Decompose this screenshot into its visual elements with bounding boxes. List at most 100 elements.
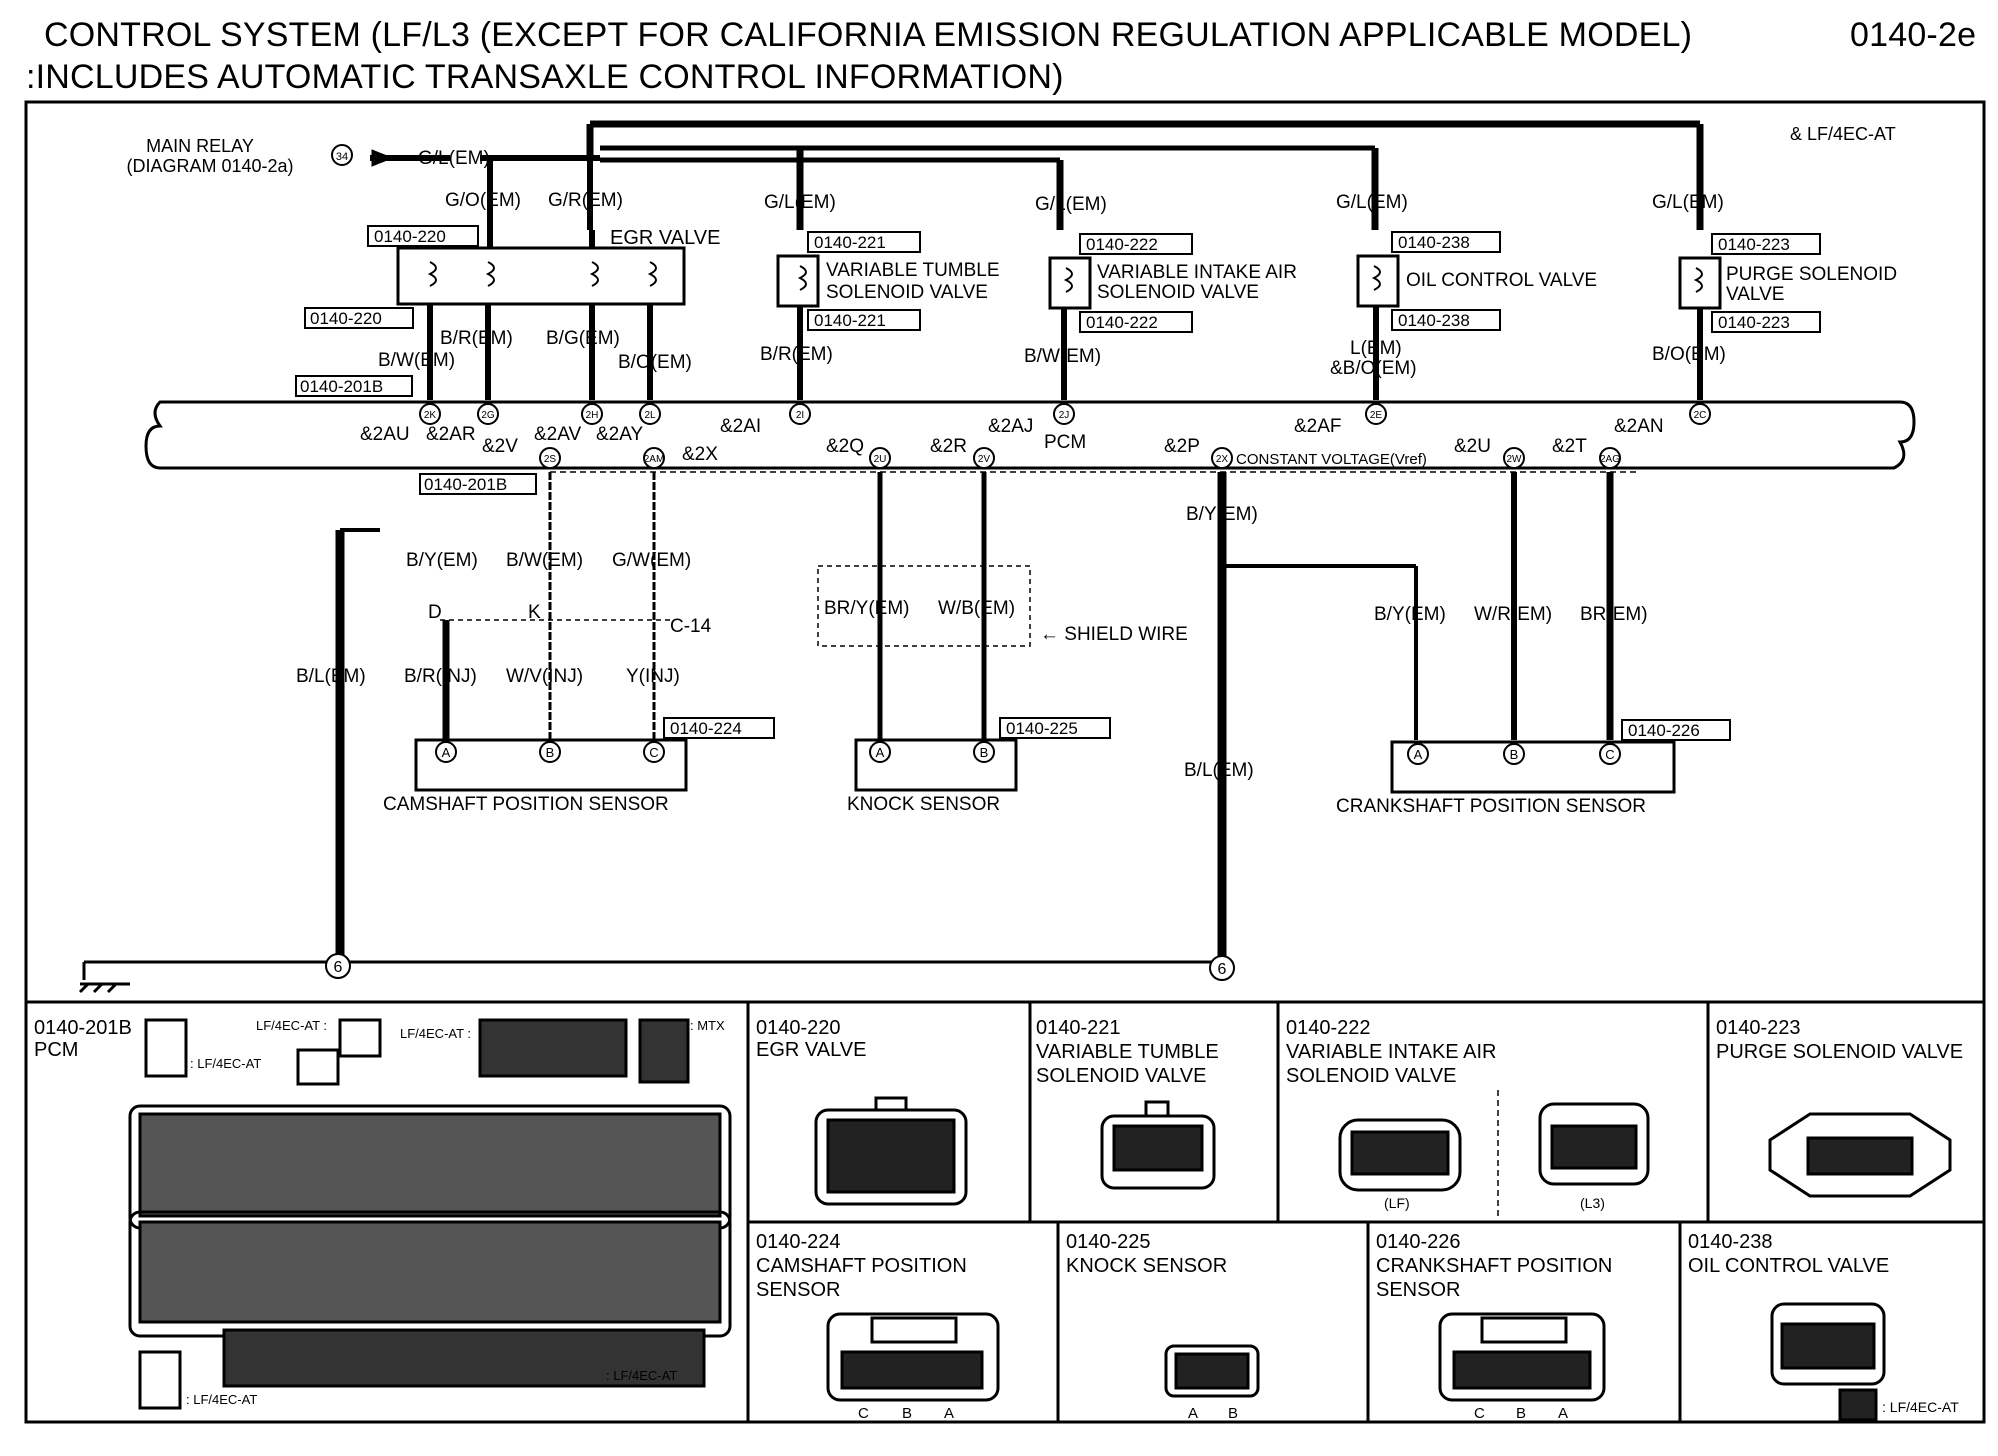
pcm-pin-bottom-label-4: &2P	[1164, 436, 1200, 457]
pcm-pin-top-2k: 2K	[424, 410, 437, 421]
svg-text:: LF/4EC-AT: : LF/4EC-AT	[186, 1392, 257, 1407]
oil-ref-top: 0140-238	[1398, 233, 1470, 252]
tumble-valve: G/L(EM) 0140-221 VARIABLE TUMBLE SOLENOI…	[760, 192, 1000, 400]
pcm-pin-top-label-6: &2AF	[1294, 416, 1342, 437]
panel-oil-note: : LF/4EC-AT	[1882, 1399, 1959, 1415]
pcm-pin-bottom-label-3: &2R	[930, 436, 967, 457]
knock-shield-label: ← SHIELD WIRE	[1040, 624, 1188, 645]
pcm-pin-bottom-label-5: &2U	[1454, 436, 1491, 457]
intake-wire-top: G/L(EM)	[1035, 194, 1107, 215]
panel-oil-name: OIL CONTROL VALVE	[1688, 1255, 1889, 1277]
pcm-pin-bottom-label-6: &2T	[1552, 436, 1587, 457]
panel-intake-sub-l3: (L3)	[1580, 1195, 1605, 1211]
page-title-line1: CONTROL SYSTEM (LF/L3 (EXCEPT FOR CALIFO…	[44, 16, 1693, 54]
cam-joint-d: D	[428, 602, 442, 623]
cam-wire-inj-3: Y(INJ)	[626, 666, 680, 687]
svg-text:: MTX: : MTX	[690, 1018, 725, 1033]
crank-wire-common: B/Y(EM)	[1186, 504, 1258, 525]
cam-wire-em-2: B/W(EM)	[506, 550, 583, 571]
tumble-name-2: SOLENOID VALVE	[826, 282, 988, 303]
connector-panel-labels: 0140-201B PCM 0140-220 EGR VALVE 0140-22…	[34, 1017, 1963, 1415]
knock-connector-pins: A B	[1188, 1405, 1238, 1422]
intake-ref-top: 0140-222	[1086, 235, 1158, 254]
intake-ref-bottom: 0140-222	[1086, 313, 1158, 332]
tumble-ref-top: 0140-221	[814, 233, 886, 252]
egr-valve: G/O(EM) G/R(EM) 0140-220 EGR VALVE 0140-…	[304, 190, 720, 400]
egr-connector-icon	[814, 1096, 968, 1206]
crank-name: CRANKSHAFT POSITION SENSOR	[1336, 796, 1646, 817]
panel-purge-name: PURGE SOLENOID VALVE	[1716, 1041, 1963, 1063]
svg-text:A: A	[1558, 1405, 1568, 1422]
pcm-pin-top-label-0: &2AU	[360, 424, 410, 445]
tumble-ref-bottom: 0140-221	[814, 311, 886, 330]
cam-connector-icon	[826, 1312, 1000, 1402]
egr-ref-top: 0140-220	[374, 227, 446, 246]
tumble-name-1: VARIABLE TUMBLE	[826, 260, 1000, 281]
pcm-pin-top-2i: 2I	[796, 410, 804, 421]
main-relay-label: MAIN RELAY	[146, 136, 254, 156]
pcm-pin-bottom-2ag-circle	[1599, 447, 1621, 469]
pcm-pin-bottom-2w-circle	[1503, 447, 1525, 469]
cam-pin-c: C	[649, 745, 658, 760]
pcm-pin-bottom-2s: 2S	[544, 454, 557, 465]
panel-tumble-ref: 0140-221	[1036, 1017, 1121, 1039]
pcm-pin-top-2e-circle	[1365, 403, 1387, 425]
ground-ref-2-circle	[1209, 955, 1235, 981]
diagram-frame	[24, 100, 1986, 1424]
ground-symbol	[78, 962, 130, 994]
intake-wire-bottom: B/W(EM)	[1024, 346, 1101, 367]
pcm-pin-bottom-2x: 2X	[1216, 454, 1229, 465]
purge-valve: G/L(EM) 0140-223 PURGE SOLENOID VALVE 01…	[1652, 192, 1897, 400]
knock-sensor: BR/Y(EM) W/B(EM) ← SHIELD WIRE 0140-225 …	[817, 565, 1188, 815]
pcm-pin-top-label-2: &2AV	[534, 424, 582, 445]
intake-name-2: SOLENOID VALVE	[1097, 282, 1259, 303]
panel-knock-ref: 0140-225	[1066, 1231, 1151, 1253]
panel-knock-name: KNOCK SENSOR	[1066, 1255, 1227, 1277]
pcm-pin-bottom-2v: 2V	[978, 454, 991, 465]
purge-ref-top: 0140-223	[1718, 235, 1790, 254]
panel-intake-sub-lf: (LF)	[1384, 1195, 1410, 1211]
ground-ref-1: 6	[334, 959, 343, 976]
pcm-pin-bottom-2s-circle	[539, 447, 561, 469]
svg-text:B: B	[1228, 1405, 1238, 1422]
cam-ground-wire: B/L(EM)	[296, 666, 366, 687]
pcm-pin-bottom-2u: 2U	[874, 454, 887, 465]
panel-oil-ref: 0140-238	[1688, 1231, 1773, 1253]
power-bus	[370, 120, 1704, 230]
pcm-pin-bottom-2ag: 2AG	[1600, 454, 1620, 465]
main-relay-ref-circle	[331, 144, 353, 166]
cam-pin-a: A	[442, 745, 451, 760]
crank-pin-c: C	[1605, 747, 1614, 762]
svg-text:LF/4EC-AT :: LF/4EC-AT :	[400, 1026, 471, 1041]
pcm-pin-top-2h: 2H	[586, 410, 599, 421]
purge-ref-bottom: 0140-223	[1718, 313, 1790, 332]
panel-cam-name-2: SENSOR	[756, 1279, 840, 1301]
main-relay-ref: 34	[336, 151, 348, 163]
pcm-pin-top-2l: 2L	[644, 410, 656, 421]
connector-panel-grid	[746, 1002, 1984, 1422]
panel-crank-name-1: CRANKSHAFT POSITION	[1376, 1255, 1612, 1277]
tumble-connector-icon	[1100, 1100, 1216, 1190]
pcm-pin-top-2l-circle	[639, 403, 661, 425]
crank-wire-3: BR(EM)	[1580, 604, 1648, 625]
knock-name: KNOCK SENSOR	[847, 794, 1000, 815]
panel-tumble-name-2: SOLENOID VALVE	[1036, 1065, 1206, 1087]
panel-intake-name-1: VARIABLE INTAKE AIR	[1286, 1041, 1496, 1063]
knock-ref: 0140-225	[1006, 719, 1078, 738]
pcm-ref-top: 0140-201B	[300, 377, 383, 396]
ground-ref-1-circle	[325, 953, 351, 979]
svg-text:B: B	[1516, 1405, 1526, 1422]
crank-wire-2: W/R(EM)	[1474, 604, 1552, 625]
pcm-pin-bottom-label-1: &2X	[682, 444, 718, 465]
knock-pin-a: A	[876, 745, 885, 760]
cam-pin-b: B	[546, 745, 555, 760]
panel-tumble-name-1: VARIABLE TUMBLE	[1036, 1041, 1219, 1063]
egr-name: EGR VALVE	[610, 227, 720, 249]
pcm-pin-top-label-1: &2AR	[426, 424, 476, 445]
main-relay-diagram-ref: (DIAGRAM 0140-2a)	[126, 156, 293, 176]
svg-text:B: B	[902, 1405, 912, 1422]
pcm-pin-bottom-label-2: &2Q	[826, 436, 864, 457]
egr-wire-top-2: G/R(EM)	[548, 190, 623, 211]
pcm-pin-top-2j: 2J	[1059, 410, 1070, 421]
